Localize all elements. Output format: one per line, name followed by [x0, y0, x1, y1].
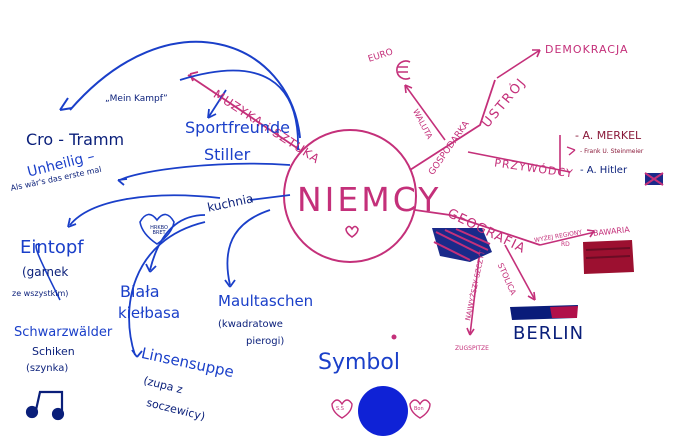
maultaschen-label-2: (kwadratowe	[218, 319, 283, 330]
zugspitze-label: ZUGSPITZE	[455, 345, 489, 352]
branch-geografia	[414, 209, 541, 246]
branch-muzyka	[187, 74, 301, 151]
symbol-circle	[358, 386, 408, 436]
schwarz-label-2: Schiken	[32, 345, 75, 358]
symbol-label: Symbol	[318, 350, 400, 375]
branch-szczyt	[469, 249, 481, 336]
eintopf-label-3: ze wszystkim)	[12, 289, 69, 298]
biala-label-1: Biała	[120, 282, 160, 301]
biala-label-2: kiełbasa	[118, 304, 181, 322]
symbol-right-text: Bon	[414, 406, 424, 412]
euro-icon	[396, 60, 411, 80]
flag-icon	[644, 172, 664, 186]
germany-shape-scribble	[432, 228, 492, 262]
arc-maultaschen	[226, 209, 271, 286]
hrkbo-label: HRKBO BRET	[150, 225, 168, 236]
schwarz-label-3: (szynka)	[26, 363, 69, 374]
berlin-label: BERLIN	[513, 323, 585, 344]
heart-left-icon	[331, 399, 353, 419]
branch-przywodcy	[467, 151, 571, 173]
symbol-left-text: S.S	[336, 406, 344, 412]
berlin-scribble	[510, 305, 578, 320]
mein-kampf-label: „Mein Kampf”	[105, 94, 168, 104]
arc-linsen	[128, 221, 206, 356]
hitler-label: - A. Hitler	[580, 165, 628, 176]
center-label: NIEMCY	[297, 180, 442, 219]
eintopf-label-2: (garnek	[22, 265, 69, 279]
maultaschen-label-3: pierogi)	[246, 336, 285, 347]
arc-unheilig	[119, 162, 291, 181]
hrkbo-heart-icon	[139, 213, 175, 245]
sportfreunde-label-1: Sportfreunde	[185, 118, 290, 137]
eintopf-label-1: Eintopf	[20, 237, 84, 258]
arc-mein-kampf	[179, 69, 299, 151]
arc-eintopf	[69, 194, 221, 226]
schwarz-label-1: Schwarzwälder	[14, 325, 113, 340]
demokracja-label: DEMOKRACJA	[545, 43, 629, 56]
branch-waluta	[404, 84, 446, 141]
branch-ustroj	[409, 79, 496, 171]
sportfreunde-label-2: Stiller	[204, 145, 251, 164]
cro-label: Cro - Tramm	[26, 130, 125, 149]
maultaschen-label-1: Maultaschen	[218, 292, 314, 310]
heart-icon	[345, 225, 359, 238]
heart-right-icon	[409, 399, 431, 419]
wyzej-label-2: RD	[561, 241, 570, 248]
bawaria-scribble	[583, 240, 634, 274]
merkel-label: - A. MERKEL	[575, 129, 642, 142]
branch-stolica	[504, 244, 536, 301]
music-note-icon	[25, 390, 65, 421]
steinmeier-label: - Frank U. Steinmeier	[580, 148, 644, 155]
